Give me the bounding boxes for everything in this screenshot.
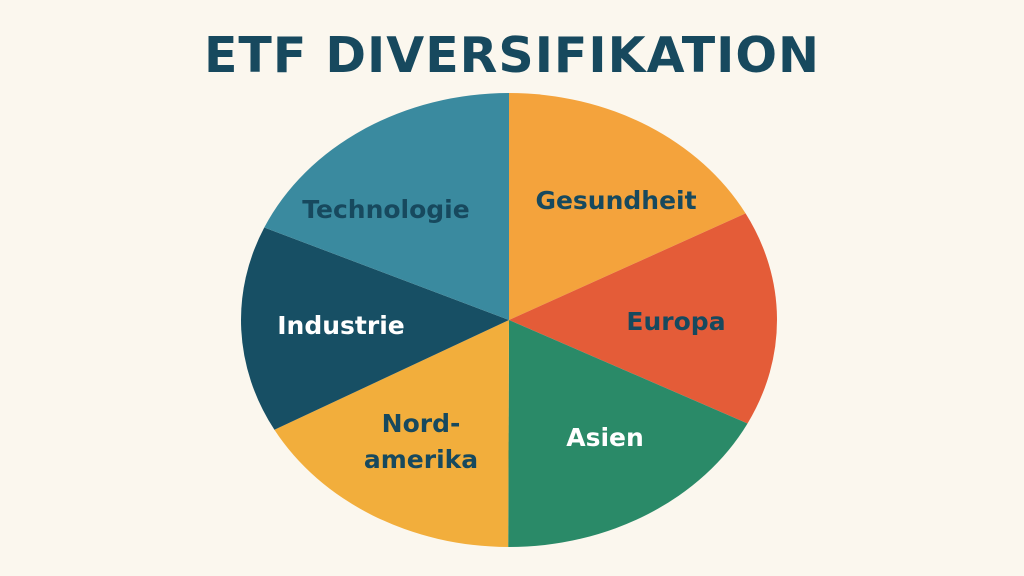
pie-slice-nordamerika — [274, 320, 509, 547]
slice-label-industrie: Industrie — [277, 311, 404, 340]
pie-slice-industrie — [241, 227, 509, 430]
slice-label-gesundheit: Gesundheit — [535, 186, 696, 215]
slice-label-europa: Europa — [626, 307, 725, 336]
slice-label-nordamerika-line2: amerika — [364, 445, 478, 474]
pie-slice-europa — [509, 213, 777, 424]
slice-label-nordamerika-line1: Nord- — [382, 409, 461, 438]
pie-slice-gesundheit — [509, 93, 746, 320]
pie-slice-technologie — [264, 93, 509, 320]
slice-label-asien: Asien — [566, 423, 644, 452]
pie-slice-asien — [508, 320, 748, 548]
pie-slices — [241, 93, 777, 548]
slice-label-technologie: Technologie — [302, 195, 469, 224]
chart-title: ETF DIVERSIFIKATION — [203, 27, 821, 84]
